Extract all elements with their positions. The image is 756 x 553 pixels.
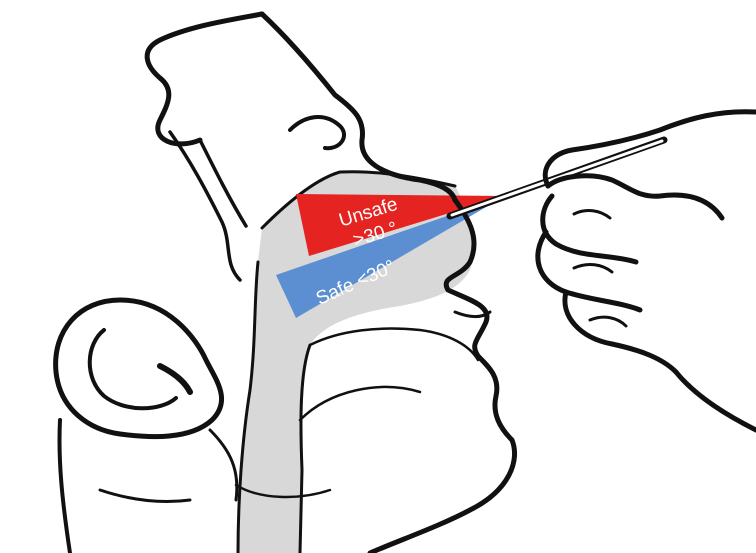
ear-icon (56, 300, 222, 437)
knuckle-crease-3 (590, 317, 626, 326)
nasal-swab-icon (450, 140, 664, 216)
neck-back-line (59, 420, 70, 553)
neck-crease-line (100, 490, 190, 502)
tongue-line (300, 387, 420, 420)
temple-contour-line (200, 140, 246, 226)
cheek-contour-line (170, 132, 240, 280)
hand-index-finger-line (543, 196, 636, 262)
hand-wrist-line (676, 372, 756, 430)
jaw-line (210, 430, 237, 500)
palate-line (310, 329, 478, 360)
eye-socket-line (290, 117, 344, 148)
knuckle-crease-2 (574, 265, 612, 272)
knuckle-crease-1 (574, 211, 610, 218)
ear-canal-mark (160, 366, 190, 392)
ear-outer-line (56, 300, 222, 437)
hand-thumb-line (548, 176, 722, 218)
head-back-line (147, 14, 262, 144)
swab-shaft-fill (452, 141, 662, 215)
hand-holding-swab-icon (538, 112, 756, 430)
